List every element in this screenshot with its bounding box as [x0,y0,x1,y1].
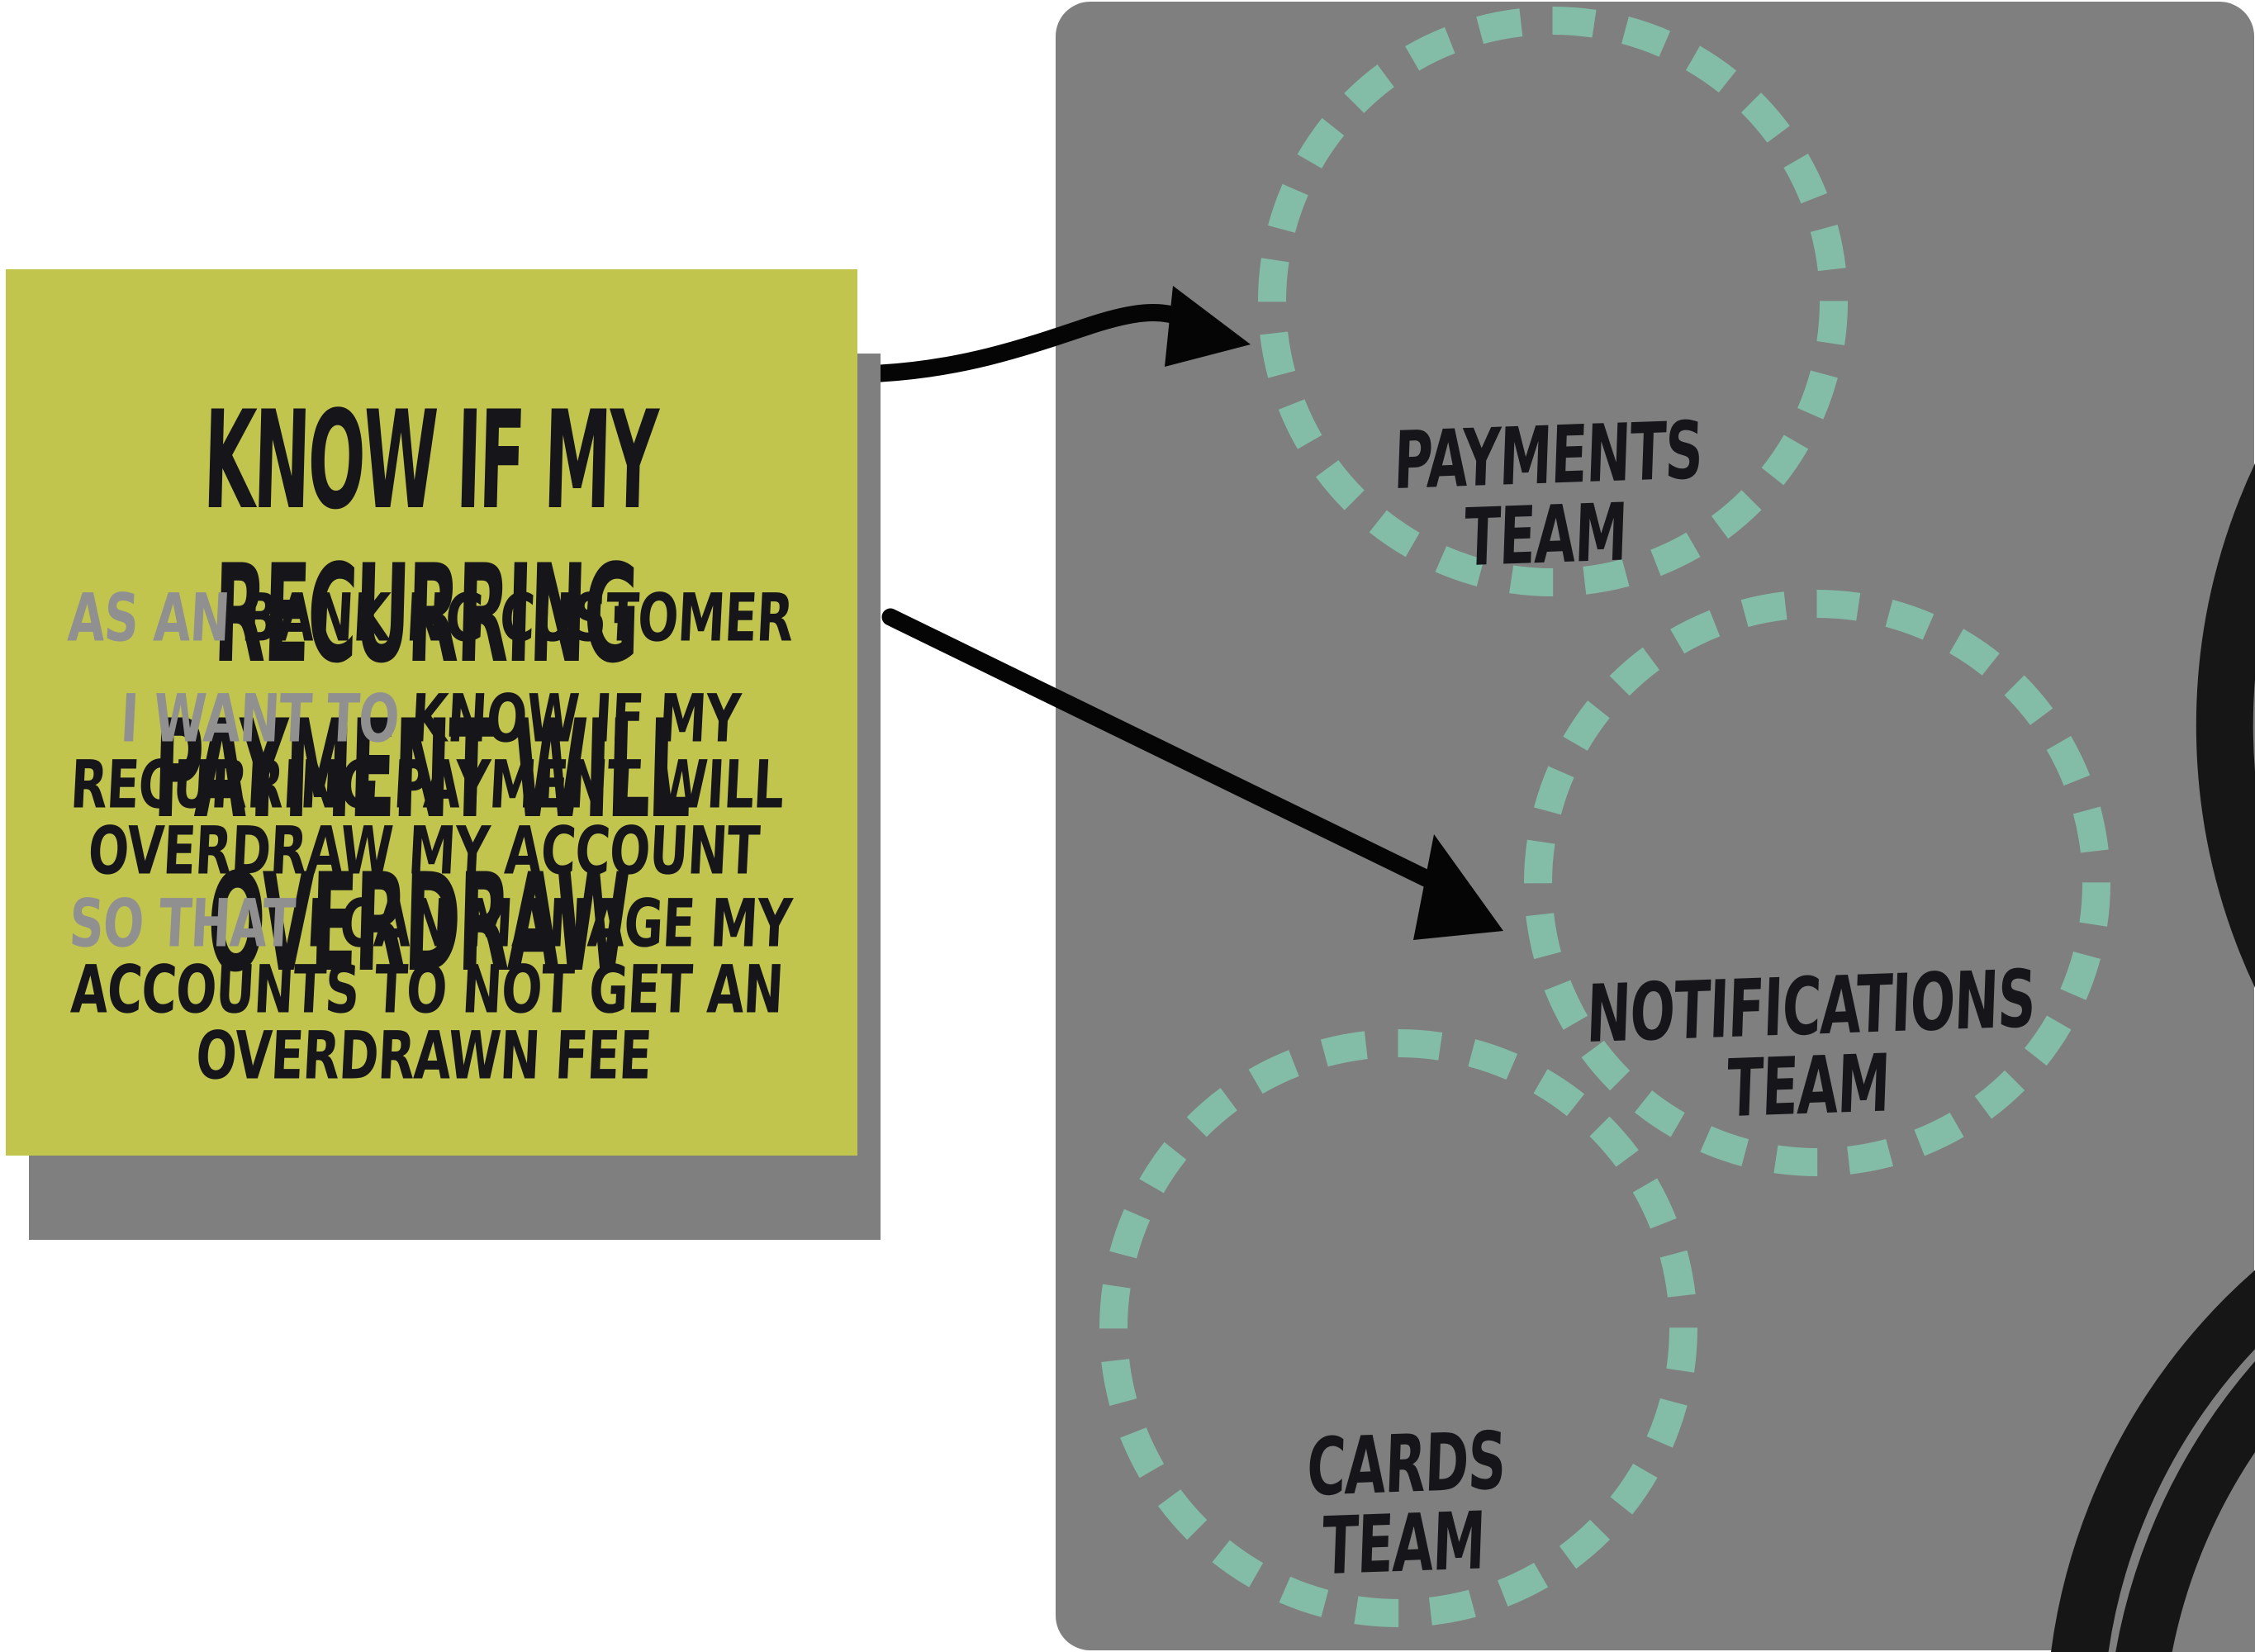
team-circle-cards[interactable] [1099,1029,1697,1627]
team-label-line: PAYMENTS [1392,405,1704,509]
cards-team-people [2074,1146,2255,1652]
team-circle-payments[interactable] [1258,7,1848,596]
team-label-notifications: NOTIFICATIONS TEAM [1583,954,2037,1136]
user-story-note[interactable]: KNOW IF MY RECURRING PAYMENT WILL OVERDR… [6,269,857,1156]
arrow-note-to-notifications-icon [881,608,1503,940]
teams-panel [1056,2,2254,1650]
arrow-note-to-payments-icon [871,286,1251,382]
as-a-lead: AS AN [65,579,231,657]
team-label-payments: PAYMENTS TEAM [1390,405,1704,585]
team-label-line: TEAM [1320,1496,1487,1594]
team-circle-notifications[interactable] [1524,590,2110,1176]
as-a-text: BANKING CUSTOMER [239,579,795,657]
team-label-cards: CARDS TEAM [1303,1416,1507,1594]
